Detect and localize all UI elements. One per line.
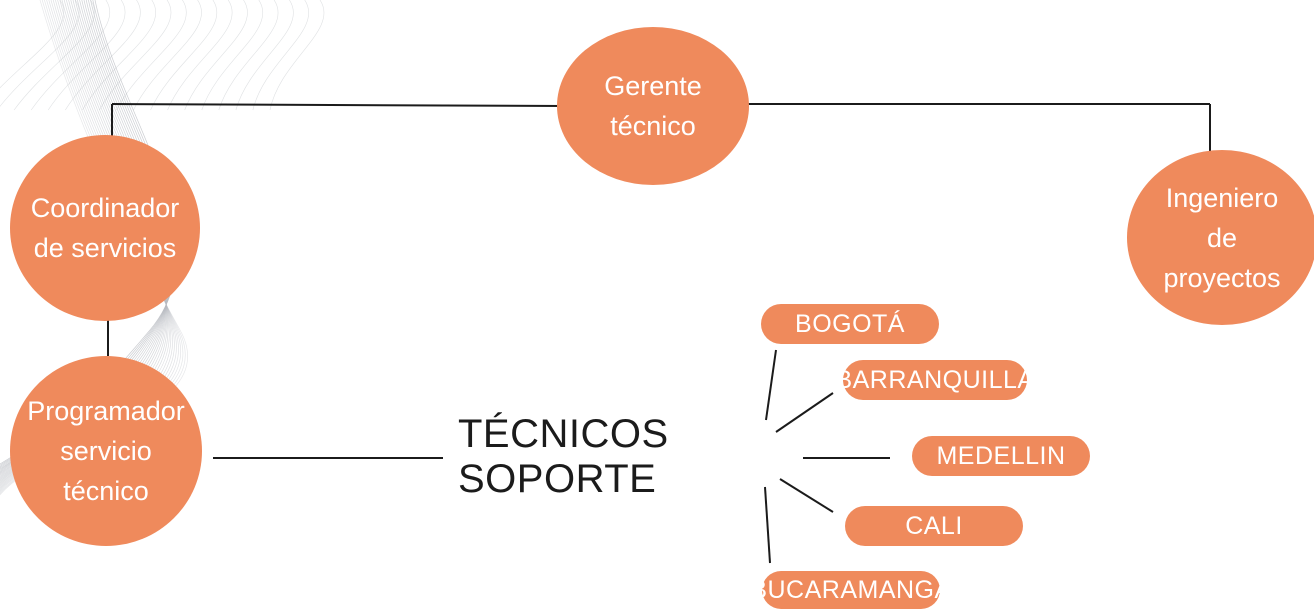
wave-line <box>133 0 202 111</box>
connector-bogota <box>765 349 777 421</box>
wave-line <box>13 0 95 111</box>
wave-line <box>201 0 264 111</box>
node-coordinador-servicios: Coordinador de servicios <box>10 135 200 321</box>
tecnicos-soporte-label: TÉCNICOS SOPORTE <box>458 412 669 501</box>
city-pill-cali: CALI <box>845 506 1023 546</box>
city-pill-bucaramanga: BUCARAMANGA <box>750 571 951 609</box>
wave-line <box>167 0 233 111</box>
connector-barranquilla <box>775 392 834 433</box>
wave-line <box>116 0 187 111</box>
wave-line <box>0 0 65 89</box>
wave-line <box>82 0 157 111</box>
node-ingeniero-proyectos: Ingeniero de proyectos <box>1127 150 1314 325</box>
wave-line <box>0 0 80 107</box>
connector-bucaramanga <box>764 486 771 564</box>
connector-cali <box>779 478 834 513</box>
connector-coordinador-gerente <box>111 103 566 107</box>
wave-line <box>269 0 325 111</box>
node-programador-servicio-tecnico: Programador servicio técnico <box>10 356 202 546</box>
wave-line <box>150 0 218 111</box>
wave-line <box>218 0 279 111</box>
city-pill-barranquilla: BARRANQUILLA <box>835 360 1034 400</box>
wave-line <box>65 0 141 111</box>
wave-line <box>235 0 294 111</box>
city-pill-medellin: MEDELLIN <box>912 436 1090 476</box>
wave-line <box>184 0 248 111</box>
wave-line <box>47 0 126 111</box>
wave-line <box>30 0 111 111</box>
node-gerente-tecnico: Gerente técnico <box>557 27 749 185</box>
city-pill-bogota: BOGOTÁ <box>761 304 939 344</box>
wave-line <box>252 0 310 111</box>
wave-line <box>99 0 172 111</box>
